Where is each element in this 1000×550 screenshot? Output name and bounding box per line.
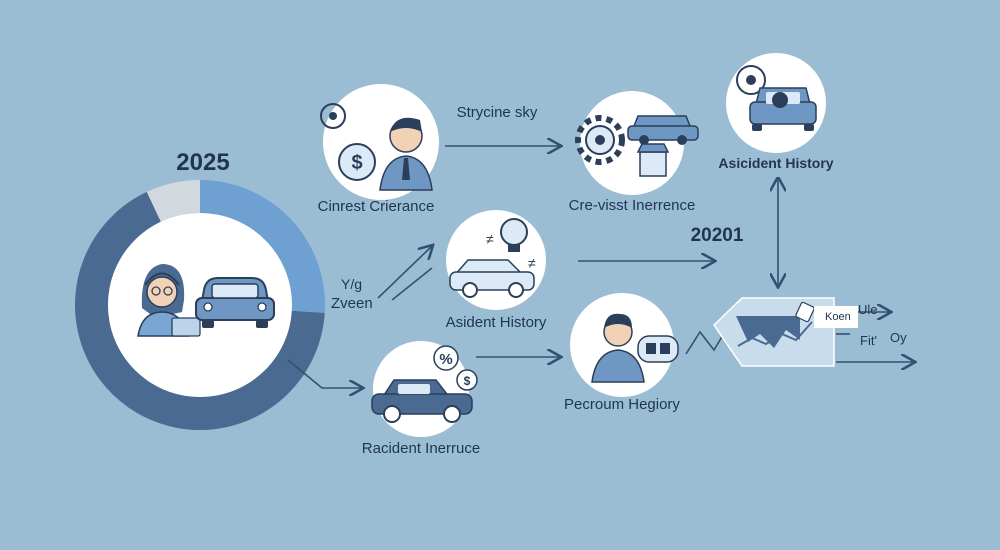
svg-text:≠: ≠: [528, 255, 536, 271]
car-icon: [627, 115, 699, 145]
woman-agent-icon: [137, 264, 201, 337]
label-asicident-top: Asicident History: [718, 155, 834, 171]
label-zveen: Zveen: [331, 295, 373, 312]
label-year-mid: 20201: [690, 225, 744, 246]
car-icon: [371, 379, 473, 423]
gear-small-icon: [320, 103, 346, 129]
node-crevisst: [575, 91, 699, 195]
shop-icon: [636, 143, 670, 177]
arrow-zveen-up-1: [377, 246, 432, 299]
chart-callout-box: [814, 306, 858, 328]
money-bag-icon: $: [338, 143, 376, 181]
zigzag-connector: [685, 329, 727, 355]
chat-bubble-icon: [637, 335, 679, 363]
steering-wheel-icon: [736, 65, 766, 95]
label-asident: Asident History: [445, 314, 547, 331]
arrow-donut-to-racident: [287, 359, 362, 388]
node-pecroum: [570, 293, 679, 397]
man-icon: [379, 117, 433, 191]
label-ule: Ule: [858, 302, 878, 317]
chart-pin-icon: [795, 301, 815, 323]
label-pecroum: Pecroum Hegiory: [564, 396, 680, 413]
percent-icon: %: [433, 345, 459, 371]
svg-text:$: $: [464, 374, 471, 388]
label-koen: Koen: [825, 311, 851, 323]
person-icon: [591, 313, 645, 383]
node-asicident-top: [726, 53, 826, 153]
label-oy: Oy: [890, 330, 907, 345]
label-crevisst: Cre-visst Inerrence: [568, 197, 696, 214]
chart-area-fill: [736, 316, 800, 348]
connector-arrows: [287, 146, 914, 388]
donut-year-label: 2025: [176, 149, 230, 176]
arrow-zveen-up-2: [391, 267, 433, 301]
svg-text:%: %: [439, 351, 452, 368]
svg-text:$: $: [351, 152, 362, 174]
lightbulb-icon: ≠ ≠: [486, 218, 536, 271]
chart-trend-line: [737, 321, 813, 347]
dollar-icon: $: [456, 369, 478, 391]
trend-chart-panel: [713, 297, 858, 367]
node-racident: % $: [371, 341, 478, 437]
label-cinrest: Cinrest Crierance: [317, 198, 435, 215]
car-icon: [449, 259, 535, 298]
donut-segment-gray: [146, 180, 200, 222]
node-cinrest: $: [320, 84, 439, 200]
gear-icon: [575, 115, 625, 165]
node-asident: ≠ ≠: [446, 210, 546, 310]
label-fit: Fit': [860, 333, 877, 348]
car-icon: [749, 87, 817, 131]
car-icon: [195, 277, 275, 328]
donut-segment-light: [200, 180, 325, 313]
label-yg: Y/g: [341, 276, 363, 292]
label-strycine: Strycine sky: [456, 104, 538, 121]
label-racident: Racident Inerruce: [361, 440, 481, 457]
svg-text:≠: ≠: [486, 231, 494, 247]
